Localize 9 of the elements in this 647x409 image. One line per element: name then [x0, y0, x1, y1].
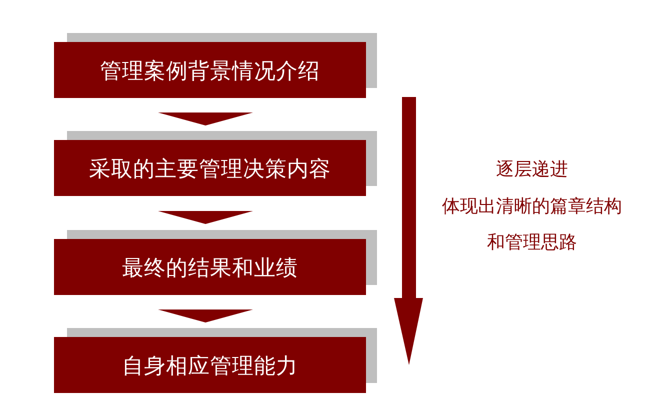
- process-box: 最终的结果和业绩: [54, 239, 366, 295]
- side-note: 体现出清晰的篇章结构和管理思路: [441, 195, 623, 255]
- chevron-arrow: [158, 310, 253, 322]
- chevron-arrow: [158, 211, 253, 224]
- process-box: 自身相应管理能力: [54, 337, 366, 393]
- process-box: 管理案例背景情况介绍: [54, 42, 366, 98]
- side-note: 逐层递进: [495, 158, 569, 182]
- process-box: 采取的主要管理决策内容: [54, 140, 366, 196]
- chevron-arrow: [158, 112, 253, 126]
